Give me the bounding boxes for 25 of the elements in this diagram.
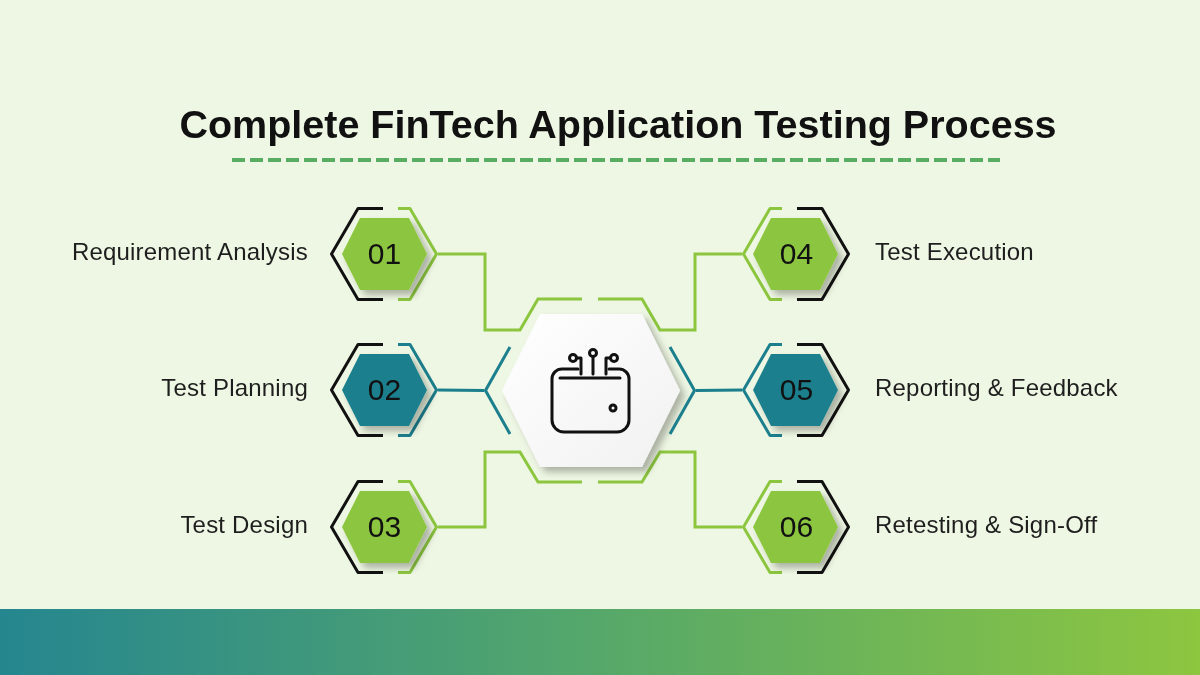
step-hexagon bbox=[742, 343, 850, 437]
step-label: Retesting & Sign-Off bbox=[875, 511, 1098, 539]
step-label: Requirement Analysis bbox=[71, 238, 308, 266]
step-hexagon bbox=[330, 343, 438, 437]
diagram-title: Complete FinTech Application Testing Process bbox=[179, 101, 1057, 148]
connector-line bbox=[438, 450, 582, 529]
connector-line bbox=[696, 388, 742, 392]
step-number: 04 bbox=[779, 239, 814, 269]
connector-line bbox=[598, 450, 742, 529]
step-hexagon bbox=[742, 207, 850, 301]
step-number: 01 bbox=[367, 239, 402, 269]
step-label: Test Design bbox=[180, 511, 308, 539]
step-hexagon bbox=[330, 207, 438, 301]
step-hexagon bbox=[330, 480, 438, 574]
step-number: 05 bbox=[779, 375, 814, 405]
connector-line bbox=[438, 252, 582, 332]
step-label: Reporting & Feedback bbox=[875, 374, 1118, 402]
connector-line bbox=[598, 252, 742, 332]
step-number: 06 bbox=[779, 512, 814, 542]
step-hexagon bbox=[742, 480, 850, 574]
step-label: Test Execution bbox=[875, 238, 1034, 266]
connector-line bbox=[438, 388, 484, 392]
step-number: 03 bbox=[367, 512, 402, 542]
step-number: 02 bbox=[367, 375, 402, 405]
step-label: Test Planning bbox=[161, 374, 308, 402]
